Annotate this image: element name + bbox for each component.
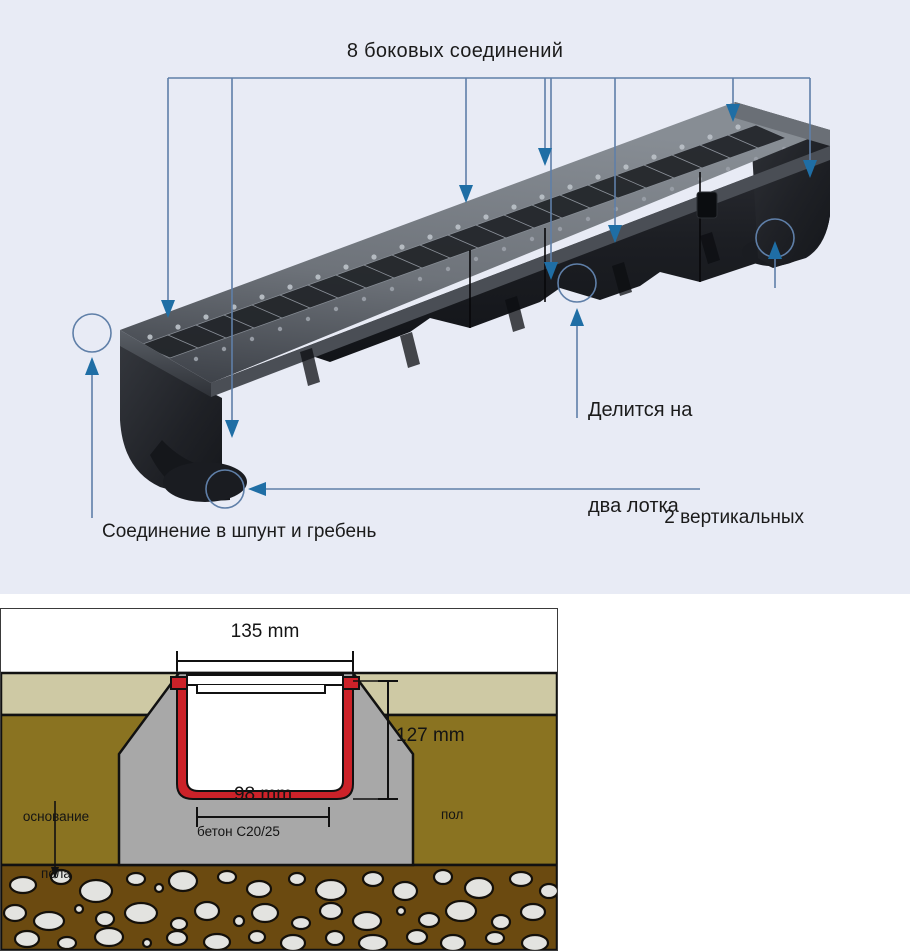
floor-base-arrowhead [51,867,59,879]
split-highlight-circle [557,263,597,303]
floor-base-line-2: пола [41,866,71,881]
dimension-label-135: 135 mm [230,621,300,642]
grate-underside [196,685,326,694]
vertical-outlets-label: 2 вертикальных стока [622,443,804,594]
tongue-groove-arrowhead [85,357,99,375]
channel-void [186,680,344,792]
cross-section-panel: 135 mm 127 mm 98 mm бетон C20/25 основан… [0,608,558,951]
callout-arrowheads [161,104,817,438]
split-arrowhead [570,308,584,326]
split-callout-label: Делится на два лотка 130 x 150 мм [588,330,709,594]
tongue-groove-label: Соединение в шпунт и гребень [102,521,377,542]
floor-base-line-1: основание [22,809,90,824]
split-line-1: Делится на [588,399,693,421]
grate-cover [186,674,344,686]
vertical-outlet-circle-left [205,469,245,509]
vertical-outlet-arrowhead-right [768,241,782,259]
cross-section-drawing [1,609,557,950]
floor-base-label: основание пола [13,769,99,921]
vertical-line-1: 2 вертикальных [664,507,804,528]
concrete-grade-label: бетон C20/25 [197,824,280,839]
vertical-line-2: стока [622,593,804,594]
dimension-label-98: 98 mm [233,784,293,805]
dimension-127 [353,680,398,800]
top-photo-panel: 8 боковых соединений Делится на два лотк… [0,0,910,594]
vertical-outlet-arrowhead [248,482,266,496]
gravel-stones [2,868,557,950]
dimension-98 [196,807,330,827]
side-connections-label: 8 боковых соединений [346,40,564,62]
drainage-channel-illustration [120,102,830,502]
split-line-2: два лотка [588,495,679,517]
dimension-label-127: 127 mm [396,725,465,746]
split-line-3: 130 x 150 мм [588,586,709,594]
callout-annotations [72,77,817,518]
tongue-groove-circle [72,313,112,353]
floor-label: пол [441,807,464,822]
